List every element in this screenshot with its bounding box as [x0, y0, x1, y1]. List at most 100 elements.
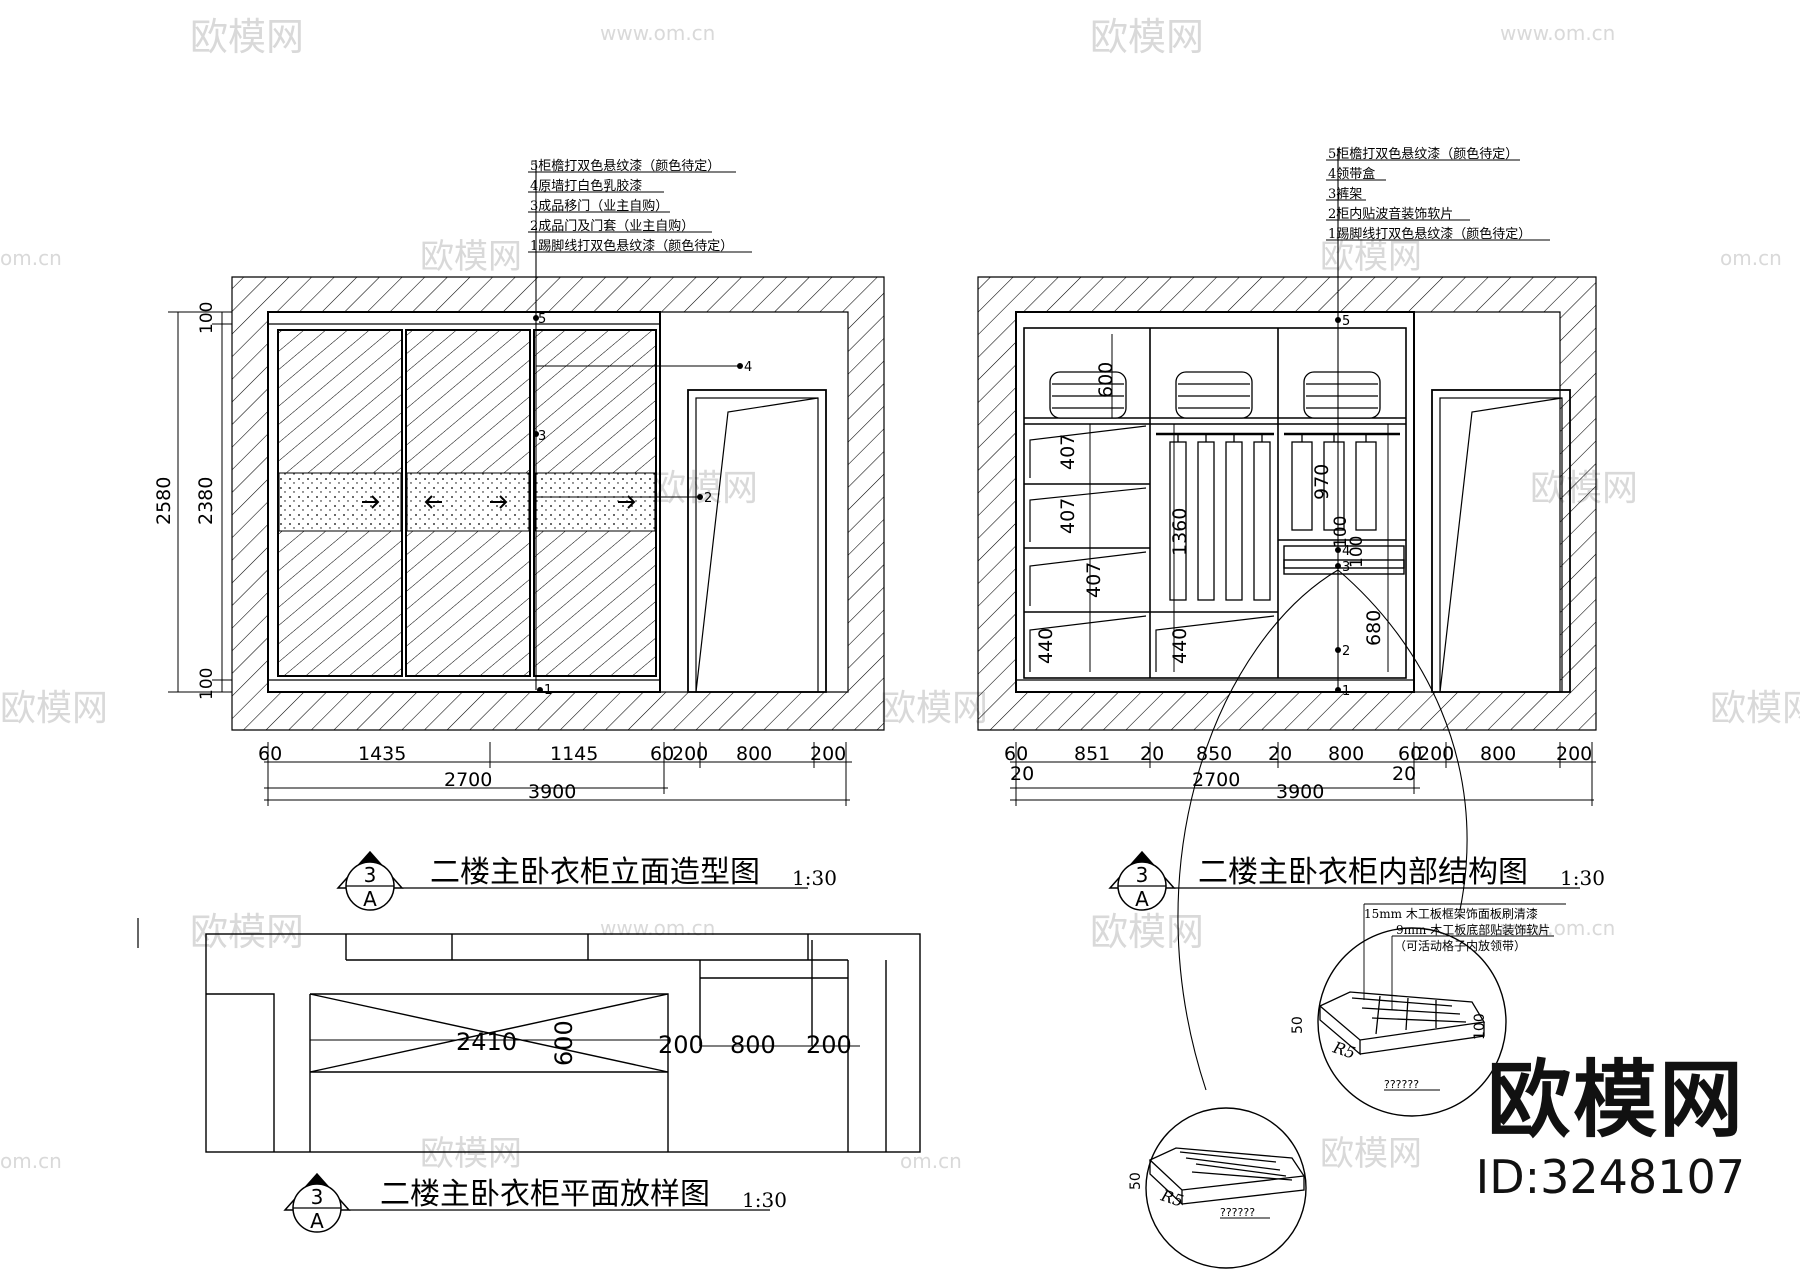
dim-label: 850 — [1196, 743, 1232, 765]
marker-number: 4 — [744, 360, 752, 375]
watermark-brand: 欧模网 — [1090, 910, 1204, 954]
tie-box — [1283, 545, 1405, 575]
plan-view: 2410 600 200 800 200 3 A 二楼主卧衣柜平面放样图 1:3… — [137, 918, 921, 1233]
trouser-rack-detail: 50 R5 ?????? — [1128, 1107, 1307, 1269]
drawing-title-left: 3 A 二楼主卧衣柜立面造型图 1:30 — [336, 850, 837, 911]
marker-number: 1 — [1342, 684, 1350, 699]
dim-label: 60 — [1004, 743, 1028, 765]
watermark-site: www.om.cn — [600, 916, 715, 940]
dim-label: 3900 — [1276, 781, 1324, 803]
dim-label: 440 — [1169, 628, 1191, 664]
marker-number: 3 — [538, 429, 546, 444]
room-door — [687, 389, 827, 693]
wardrobe-frame — [1015, 311, 1415, 693]
watermark-site: om.cn — [0, 1149, 62, 1173]
dim-label: 60 — [258, 743, 282, 765]
watermark-site: om.cn — [1720, 246, 1782, 270]
watermark-site: om.cn — [0, 246, 62, 270]
dim-label: 200 — [806, 1031, 852, 1059]
marker-number: 5 — [1342, 314, 1350, 329]
horizontal-dimensions-left: 60 1435 1145 60 200 800 200 2700 3900 — [258, 742, 852, 806]
elevation-left: 5柜檐打双色悬纹漆（颜色待定） 4原墙打白色乳胶漆 3成品移门（业主自购） 2成… — [153, 158, 885, 911]
watermark-site: om.cn — [900, 1149, 962, 1173]
dim-label: 600 — [1095, 362, 1117, 398]
dim-label: 20 — [1392, 763, 1416, 785]
drawing-title: 二楼主卧衣柜平面放样图 — [380, 1177, 710, 1212]
marker-number: 2 — [704, 491, 712, 506]
watermarks: 欧模网 www.om.cn 欧模网 www.om.cn 欧模网 欧模网 om.c… — [0, 15, 1800, 1174]
callout-text: 3成品移门（业主自购） — [530, 198, 668, 214]
dim-label: 1145 — [550, 743, 598, 765]
dim-label: 100 — [1347, 536, 1367, 568]
detail-note: （可活动格子内放领带） — [1394, 938, 1526, 953]
marker-number: 3 — [1342, 560, 1350, 575]
dim-label: 20 — [1010, 763, 1034, 785]
sliding-doors — [277, 329, 657, 677]
dim-label: 407 — [1057, 434, 1079, 470]
index-number: 3 — [1136, 863, 1149, 887]
dim-label: 2580 — [153, 477, 175, 525]
dim-label: 100 — [1472, 1013, 1488, 1040]
dim-label: 2700 — [444, 769, 492, 791]
drawing-title-right: 3 A 二楼主卧衣柜内部结构图 1:30 — [1108, 850, 1605, 911]
dim-label: 20 — [1140, 743, 1164, 765]
watermark-brand: 欧模网 — [420, 237, 522, 277]
dim-label: 60 — [650, 743, 674, 765]
plan-dimensions: 2410 600 200 800 200 — [310, 1020, 860, 1066]
dim-label: 1435 — [358, 743, 406, 765]
detail-note: 15mm 木工板框架饰面板刷清漆 — [1364, 907, 1538, 921]
index-number: 3 — [311, 1185, 324, 1209]
callout-markers-left: 5 4 3 2 1 — [533, 312, 752, 698]
vertical-dimensions-left: 2580 100 2380 100 — [153, 302, 232, 700]
elevation-right: 600 407 407 407 440 1360 440 970 100 100… — [977, 146, 1605, 911]
watermark-brand: 欧模网 — [1090, 15, 1204, 59]
dim-label: 851 — [1074, 743, 1110, 765]
inner-dimensions: 600 407 407 407 440 1360 440 970 100 100… — [1035, 334, 1389, 672]
tie-box-detail: 15mm 木工板框架饰面板刷清漆 9mm 木工板底部贴装饰软片 （可活动格子内放… — [1290, 903, 1566, 1117]
dim-label: 800 — [1328, 743, 1364, 765]
watermark-brand: 欧模网 — [650, 468, 758, 509]
watermark-brand: 欧模网 — [880, 688, 988, 729]
dim-label: 2700 — [1192, 769, 1240, 791]
dim-label: 100 — [1331, 516, 1351, 548]
watermark-site: www.om.cn — [1500, 21, 1615, 45]
detail-label: ?????? — [1384, 1078, 1419, 1091]
drawing-scale: 1:30 — [742, 1188, 787, 1212]
drawing-scale: 1:30 — [792, 866, 837, 890]
callout-text: 4领带盒 — [1328, 166, 1375, 182]
index-sheet: A — [1135, 887, 1149, 911]
drawing-title: 二楼主卧衣柜立面造型图 — [430, 855, 760, 890]
brand-stamp: 欧模网 ID:3248107 — [1476, 1058, 1745, 1200]
hanging-clothes — [1156, 432, 1400, 601]
dim-label: 407 — [1057, 498, 1079, 534]
marker-number: 1 — [544, 683, 552, 698]
callout-text: 1踢脚线打双色悬纹漆（颜色待定） — [1328, 226, 1531, 242]
marker-number: 2 — [1342, 644, 1350, 659]
drawing-title: 二楼主卧衣柜内部结构图 — [1198, 855, 1528, 890]
brand-id: ID:3248107 — [1475, 1150, 1745, 1204]
watermark-brand: 欧模网 — [420, 1134, 522, 1174]
dim-label: 100 — [197, 668, 217, 700]
detail-note: 9mm 木工板底部贴装饰软片 — [1396, 922, 1550, 937]
dim-label: 2410 — [456, 1028, 517, 1056]
dim-label: 200 — [1418, 743, 1454, 765]
callout-text: 1踢脚线打双色悬纹漆（颜色待定） — [530, 238, 733, 254]
drawing-title-plan: 3 A 二楼主卧衣柜平面放样图 1:30 — [283, 1172, 787, 1233]
dim-label: 200 — [1556, 743, 1592, 765]
callout-text: 3裤架 — [1328, 187, 1362, 202]
watermark-brand: 欧模网 — [0, 688, 108, 729]
index-sheet: A — [363, 887, 377, 911]
watermark-brand: 欧模网 — [1710, 688, 1800, 729]
dim-label: 970 — [1311, 464, 1333, 500]
dim-label: 100 — [197, 302, 217, 334]
shelf-decor — [1029, 425, 1275, 672]
dim-label: 680 — [1363, 610, 1385, 646]
marker-number: 4 — [1342, 544, 1350, 559]
details: 15mm 木工板框架饰面板刷清漆 9mm 木工板底部贴装饰软片 （可活动格子内放… — [1128, 569, 1566, 1269]
dim-label: 200 — [658, 1031, 704, 1059]
dim-label: 200 — [672, 743, 708, 765]
dim-label: 20 — [1268, 743, 1292, 765]
callout-text: 2成品门及门套（业主自购） — [530, 218, 694, 234]
drawing-scale: 1:30 — [1560, 866, 1605, 890]
callout-text: 4原墙打白色乳胶漆 — [530, 178, 642, 194]
